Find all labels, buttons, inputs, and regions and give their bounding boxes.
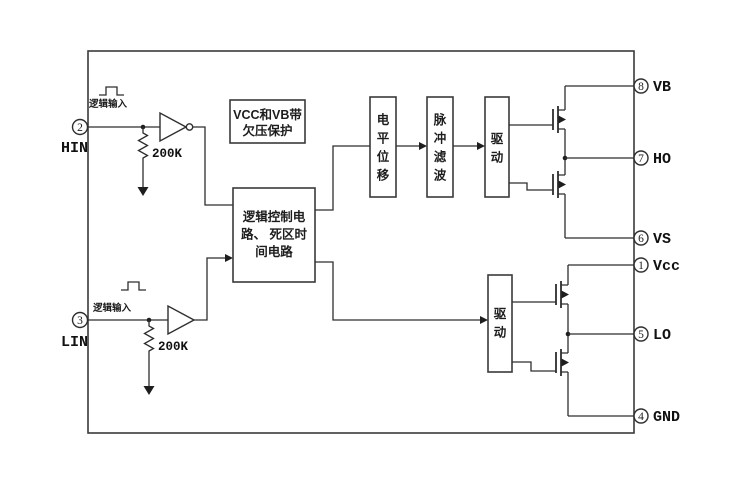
pin-lin-label: LIN bbox=[61, 334, 88, 351]
pin-label: VS bbox=[653, 231, 671, 248]
drive-low-block: 驱动 bbox=[487, 274, 513, 373]
arrowhead bbox=[419, 142, 427, 150]
pin-hin-label: HIN bbox=[61, 140, 88, 157]
pulse-waveform-icon bbox=[121, 281, 146, 291]
pin-number: 1 bbox=[638, 260, 644, 272]
uv-protect-line2: 欠压保护 bbox=[242, 123, 292, 138]
pin-circle bbox=[633, 78, 649, 94]
arrowhead bbox=[480, 316, 488, 324]
drive-low-box bbox=[487, 274, 513, 373]
logic-control-block: 逻辑控制电 路、 死区时 间电路 bbox=[232, 187, 316, 283]
buffer-symbol bbox=[167, 304, 196, 336]
hin-input-section: 2 HIN 逻辑输入 200K bbox=[61, 86, 233, 206]
ground-arrow-icon bbox=[137, 187, 149, 196]
pin-number: 7 bbox=[638, 153, 644, 165]
signal-wires bbox=[315, 142, 488, 324]
pin-circle bbox=[633, 408, 649, 424]
body-arrow-icon bbox=[558, 115, 566, 124]
resistor-top-symbol bbox=[137, 127, 149, 187]
pin-label: HO bbox=[653, 151, 671, 168]
pin-5-lo: 5 LO bbox=[633, 326, 671, 344]
pin-circle bbox=[633, 150, 649, 166]
pin-6-vs: 6 VS bbox=[633, 230, 671, 248]
drive-high-label: 驱动 bbox=[491, 132, 504, 165]
pin-3-number: 3 bbox=[77, 315, 83, 327]
ground-arrow-icon bbox=[143, 386, 155, 395]
pulse-filter-block: 脉冲滤波 bbox=[426, 96, 454, 198]
pulse-waveform-icon bbox=[99, 86, 124, 96]
pin-1-vcc: 1 Vcc bbox=[633, 257, 680, 275]
ic-boundary bbox=[87, 50, 635, 434]
logic-line3: 间电路 bbox=[255, 244, 293, 259]
lin-input-section: 3 LIN 逻辑输入 200K bbox=[61, 254, 233, 395]
pin-circle bbox=[633, 326, 649, 342]
wire-logic-to-drivelow bbox=[315, 261, 480, 321]
pin-number: 5 bbox=[638, 329, 644, 341]
pin-circle bbox=[633, 230, 649, 246]
uv-protect-block: VCC和VB带 欠压保护 bbox=[229, 99, 306, 144]
pin-4-gnd: 4 GND bbox=[633, 408, 680, 426]
pin-number: 4 bbox=[638, 411, 644, 423]
body-arrow-icon bbox=[561, 290, 569, 299]
uv-protect-line1: VCC和VB带 bbox=[233, 107, 302, 122]
pulse-filter-label: 脉冲滤波 bbox=[433, 112, 447, 183]
level-shift-label: 电平位移 bbox=[377, 112, 390, 183]
stubs bbox=[558, 174, 565, 195]
logic-input-label-bottom: 逻辑输入 bbox=[92, 302, 132, 314]
logic-line1: 逻辑控制电 bbox=[243, 209, 306, 224]
pin-8-vb: 8 VB bbox=[633, 78, 671, 96]
gate-wire bbox=[509, 182, 553, 191]
wire-inverter-to-logic bbox=[192, 126, 233, 206]
resistor-bottom-value: 200K bbox=[158, 340, 189, 354]
pin-7-ho: 7 HO bbox=[633, 150, 671, 168]
level-shift-block: 电平位移 bbox=[369, 96, 397, 198]
inverter-bubble bbox=[185, 123, 194, 131]
pin-label: VB bbox=[653, 79, 671, 96]
mosfet-high-top bbox=[509, 86, 566, 158]
drive-high-block: 驱动 bbox=[484, 96, 510, 198]
pin-2-number: 2 bbox=[77, 122, 83, 134]
wire-buffer-to-logic bbox=[194, 257, 225, 321]
drive-high-box bbox=[484, 96, 510, 198]
mosfet-low-top bbox=[512, 265, 569, 334]
mosfet-high-bottom bbox=[509, 158, 566, 238]
stubs bbox=[558, 109, 565, 130]
pin-label: Vcc bbox=[653, 258, 680, 275]
inverter-symbol bbox=[159, 111, 188, 143]
pin-number: 8 bbox=[638, 81, 644, 93]
stubs bbox=[561, 352, 568, 373]
drive-low-label: 驱动 bbox=[494, 307, 507, 340]
resistor-bottom-symbol bbox=[143, 320, 155, 386]
low-side-output-stage bbox=[512, 264, 634, 417]
resistor-top-value: 200K bbox=[152, 147, 183, 161]
pin-circle bbox=[633, 257, 649, 273]
pulse-filter-box bbox=[426, 96, 454, 198]
logic-control-box bbox=[232, 187, 316, 283]
logic-line2: 路、 死区时 bbox=[241, 227, 307, 242]
pin-number: 6 bbox=[638, 233, 644, 245]
arrowhead bbox=[225, 254, 233, 262]
mosfet-low-bottom bbox=[512, 334, 569, 416]
uv-protect-box bbox=[229, 99, 306, 144]
stubs bbox=[561, 284, 568, 305]
wire-logic-to-levelshift bbox=[315, 145, 370, 211]
arrowhead bbox=[477, 142, 485, 150]
pin-label: LO bbox=[653, 327, 671, 344]
body-arrow-icon bbox=[558, 180, 566, 189]
pin-label: GND bbox=[653, 409, 680, 426]
high-side-output-stage bbox=[509, 85, 634, 239]
body-arrow-icon bbox=[561, 358, 569, 367]
level-shift-box bbox=[369, 96, 397, 198]
right-pins: 8 VB 7 HO 6 VS 1 Vcc 5 LO 4 GND bbox=[633, 78, 680, 426]
gate-wire bbox=[512, 361, 556, 372]
logic-input-label-top: 逻辑输入 bbox=[88, 98, 128, 110]
